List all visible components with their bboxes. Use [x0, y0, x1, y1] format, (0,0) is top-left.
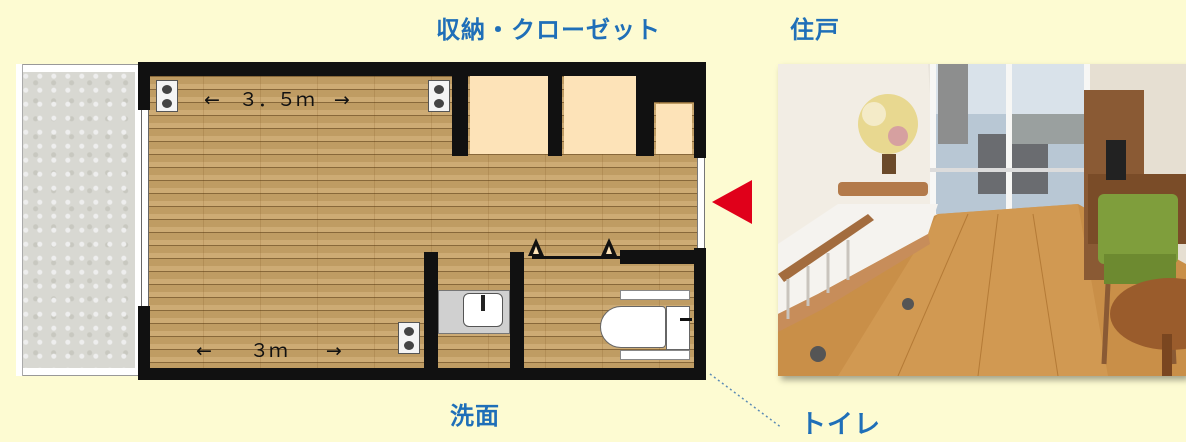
- outlet-icon: [428, 80, 450, 112]
- toilet-leader-line: [709, 373, 783, 429]
- toilet-tank: [666, 306, 690, 350]
- door-marker-right-inner: [606, 246, 612, 254]
- balcony-rail: [16, 64, 23, 376]
- washbasin-label: 洗面: [450, 402, 500, 430]
- outlet-icon: [156, 80, 178, 112]
- wall-left-upper: [138, 62, 150, 110]
- toilet-wall-top: [620, 250, 700, 264]
- dimension-lower: ← ３ｍ →: [196, 340, 342, 362]
- toilet-grab-bar-bottom: [620, 350, 690, 360]
- closet-divider-1: [548, 62, 562, 156]
- wall-right-lower: [694, 248, 706, 380]
- door-marker-left-inner: [533, 246, 539, 254]
- room-photo: [778, 64, 1186, 376]
- closet-panel-2: [564, 76, 636, 154]
- toilet-grab-bar-top: [620, 290, 690, 300]
- entrance-door-gap: [697, 158, 705, 248]
- closet-panel-3: [656, 104, 692, 154]
- closet-top-right: [654, 62, 694, 102]
- sliding-door-track: [532, 256, 620, 259]
- wall-left-lower: [138, 306, 150, 380]
- toilet-flush-lever: [680, 318, 692, 321]
- balcony-floor: [23, 72, 135, 368]
- toilet-label: トイレ: [800, 410, 882, 440]
- washroom-wall-left: [424, 252, 438, 380]
- entrance-pointer-arrow: [712, 180, 752, 224]
- wall-bottom: [138, 368, 706, 380]
- wall-top: [138, 62, 706, 76]
- closet-wall-left: [452, 62, 468, 156]
- faucet-icon: [481, 295, 485, 311]
- washroom-wall-mid: [510, 252, 524, 380]
- wall-right-upper: [694, 62, 706, 158]
- entrance-label: 住戸: [790, 16, 840, 44]
- storage-closet-label: 収納・クローゼット: [436, 16, 661, 44]
- toilet-bowl-icon: [600, 306, 666, 348]
- closet-panel-1: [470, 76, 548, 154]
- dimension-upper: ← ３．５ｍ →: [204, 89, 350, 111]
- room-photo-illustration: [778, 64, 1186, 376]
- window-left: [141, 110, 149, 306]
- outlet-icon: [398, 322, 420, 354]
- closet-divider-2: [636, 62, 654, 156]
